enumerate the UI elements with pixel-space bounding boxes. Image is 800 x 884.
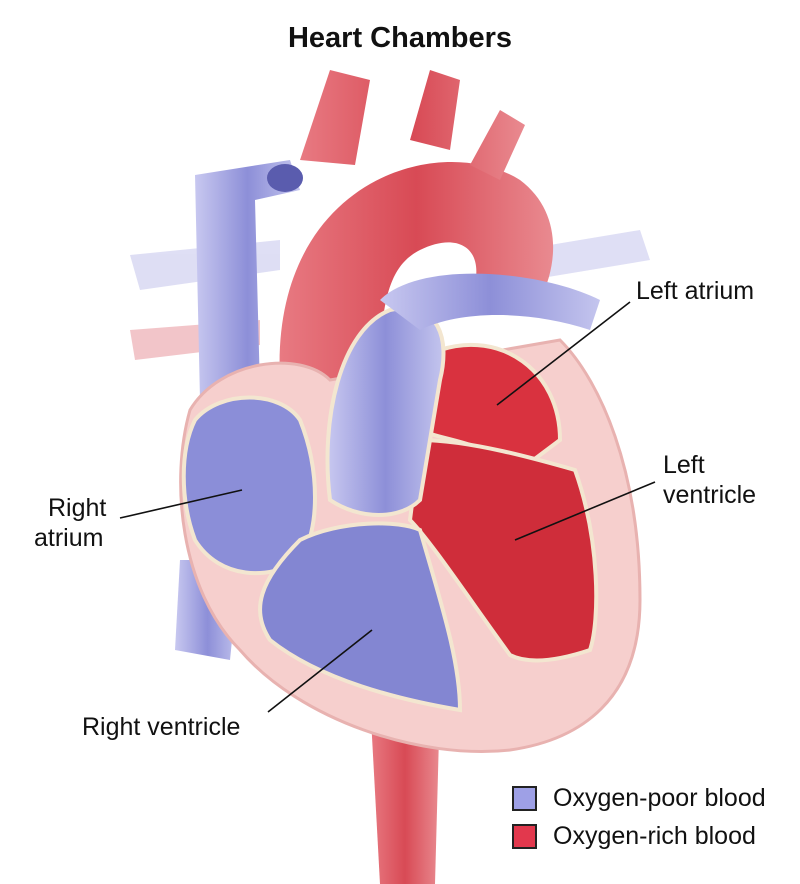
legend-label: Oxygen-poor blood <box>553 784 766 812</box>
pulmonary-branch <box>380 273 600 330</box>
label-right-atrium-line1: Right <box>48 494 107 522</box>
label-right-atrium-line2: atrium <box>34 524 104 552</box>
vein-opening <box>267 164 303 192</box>
right-ventricle-chamber <box>258 521 463 713</box>
aortic-arch <box>279 161 554 380</box>
label-right-ventricle: Right ventricle <box>82 713 241 741</box>
label-left-atrium: Left atrium <box>636 277 755 305</box>
left-ventricle-chamber <box>407 437 599 663</box>
diagram-title: Heart Chambers <box>287 22 513 54</box>
leader-lines <box>119 301 656 713</box>
left-ventricle-pointer <box>514 481 656 541</box>
legend-item-oxygen-rich: Oxygen-rich blood <box>512 822 756 851</box>
left-atrium-pointer <box>496 301 631 406</box>
legend-swatch-red <box>512 824 537 849</box>
legend-label: Oxygen-rich blood <box>553 822 756 850</box>
label-left-ventricle-line1: Left <box>663 451 705 479</box>
right-atrium-pointer <box>119 489 243 519</box>
legend-swatch-blue <box>512 786 537 811</box>
right-ventricle-pointer <box>267 629 373 713</box>
label-left-ventricle-line2: ventricle <box>663 481 757 509</box>
left-atrium-chamber <box>417 342 563 473</box>
legend-item-oxygen-poor: Oxygen-poor blood <box>512 784 766 813</box>
superior-vena-cava <box>195 160 300 400</box>
aortic-branches <box>300 70 525 180</box>
